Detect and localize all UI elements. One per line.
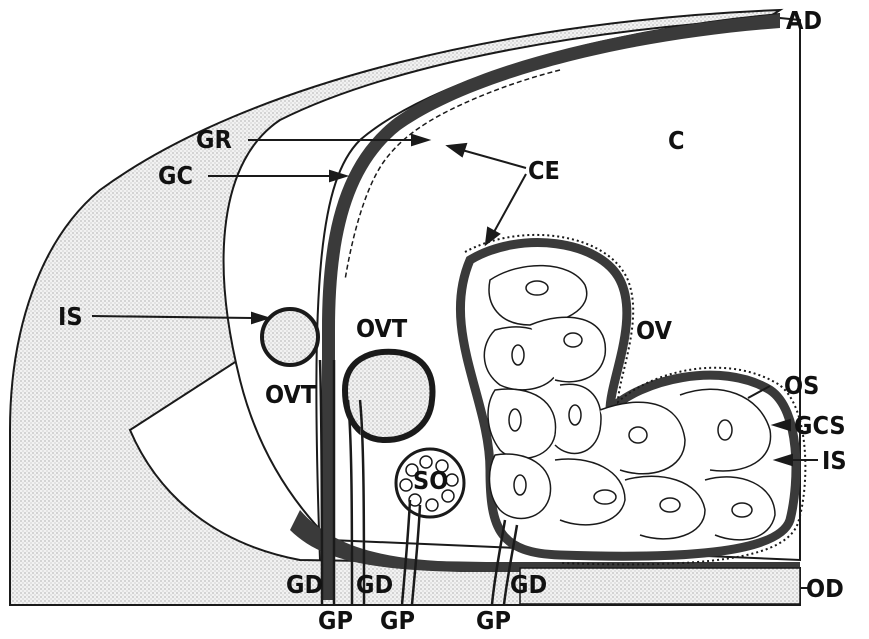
label-c: C: [668, 128, 685, 153]
label-ce: CE: [528, 158, 560, 183]
label-is-right: IS: [822, 448, 847, 473]
label-gp-3: GP: [476, 608, 511, 633]
is-sphere-left: [262, 309, 318, 365]
label-gd-2: GD: [356, 572, 393, 597]
label-gr: GR: [196, 127, 232, 152]
label-gd-1: GD: [286, 572, 323, 597]
label-so: SO: [413, 468, 448, 493]
label-gp-1: GP: [318, 608, 353, 633]
label-gcs: GCS: [794, 413, 846, 438]
ovt-sphere: [345, 352, 433, 440]
label-ov: OV: [636, 318, 672, 343]
label-gd-3: GD: [510, 572, 547, 597]
label-is-left: IS: [58, 304, 83, 329]
label-ad: AD: [786, 8, 822, 33]
od-band: [520, 568, 800, 604]
label-od: OD: [806, 576, 844, 601]
label-gc: GC: [158, 163, 193, 188]
label-ovt-center: OVT: [356, 316, 407, 341]
label-gp-2: GP: [380, 608, 415, 633]
label-ovt-left: OVT: [265, 382, 316, 407]
label-os: OS: [784, 373, 819, 398]
